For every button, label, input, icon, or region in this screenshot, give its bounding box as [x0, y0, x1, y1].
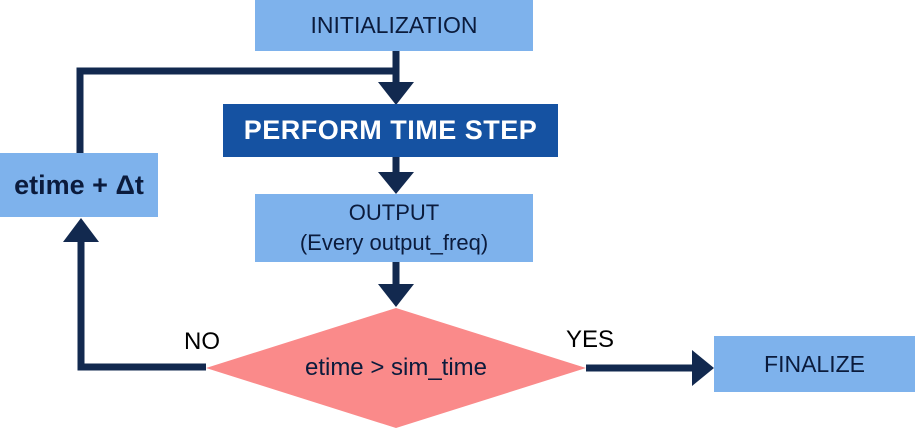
arrowhead-into-increment [63, 218, 99, 242]
node-finalize-label: FINALIZE [764, 350, 865, 377]
arrowhead-into-decision [378, 284, 414, 307]
edge-label-yes: YES [566, 326, 615, 353]
node-perform-time-step-label: PERFORM TIME STEP [243, 115, 538, 145]
decision-condition-label: etime > sim_time [304, 354, 488, 381]
edge-label-no: NO [184, 328, 220, 355]
node-finalize: FINALIZE [714, 336, 915, 392]
arrowhead-into-output [378, 172, 414, 194]
node-output: OUTPUT (Every output_freq) [255, 194, 533, 262]
node-initialization: INITIALIZATION [255, 0, 533, 51]
node-output-label: OUTPUT [348, 200, 440, 226]
node-increment-etime: etime + Δt [0, 153, 158, 217]
arrowhead-into-perform [378, 82, 414, 105]
node-perform-time-step: PERFORM TIME STEP [223, 104, 558, 157]
node-increment-label: etime + Δt [14, 169, 144, 200]
node-initialization-label: INITIALIZATION [310, 12, 478, 38]
arrowhead-into-finalize [692, 350, 714, 386]
node-output-sublabel: (Every output_freq) [299, 230, 489, 255]
